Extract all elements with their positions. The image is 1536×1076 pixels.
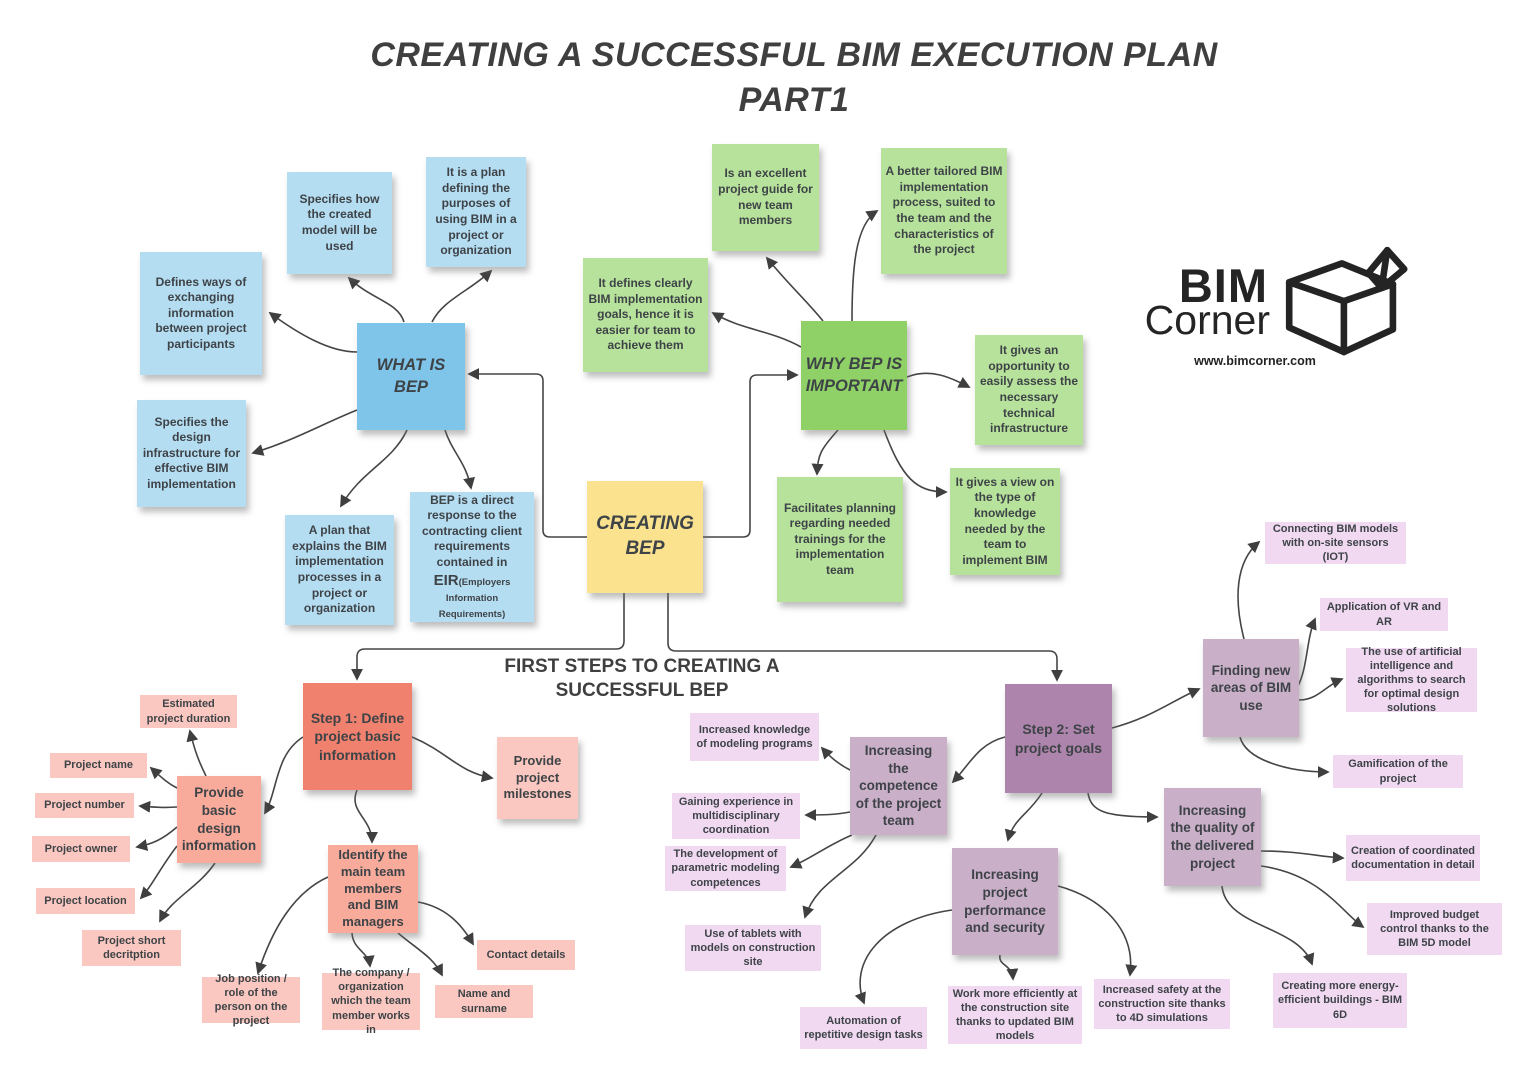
- note-contact-details: Contact details: [477, 940, 575, 970]
- note-work-more-efficiently: Work more efficiently at the constructio…: [948, 986, 1082, 1044]
- note-increasing-quality: Increasing the quality of the delivered …: [1164, 788, 1261, 886]
- note-company-organization: The company / organization which the tea…: [322, 967, 420, 1036]
- note-facilitates-planning: Facilitates planning regarding needed tr…: [777, 477, 903, 602]
- note-provide-basic-info: Provide basic design information: [177, 776, 261, 863]
- note-increasing-performance: Increasing project performance and secur…: [952, 848, 1058, 955]
- logo-corner-text: Corner: [1144, 297, 1270, 343]
- note-project-short-description: Project short decritption: [82, 930, 181, 966]
- section-heading-first-steps: FIRST STEPS TO CREATING A SUCCESSFUL BEP: [504, 656, 780, 701]
- note-artificial-intelligence: The use of artificial intelligence and a…: [1346, 646, 1477, 714]
- note-project-location: Project location: [36, 888, 135, 914]
- note-automation-design-tasks: Automation of repetitive design tasks: [800, 1007, 927, 1049]
- note-defines-ways: Defines ways of exchanging information b…: [140, 252, 262, 375]
- note-defines-goals: It defines clearly BIM implementation go…: [583, 258, 708, 372]
- note-parametric-modeling: The development of parametric modeling c…: [665, 846, 786, 891]
- hub-creating-bep: CREATING BEP: [587, 481, 703, 593]
- note-improved-budget: Improved budget control thanks to the BI…: [1367, 903, 1502, 955]
- note-coordinated-documentation: Creation of coordinated documentation in…: [1346, 835, 1480, 881]
- note-gaining-experience: Gaining experience in multidisciplinary …: [672, 793, 800, 839]
- note-increased-knowledge: Increased knowledge of modeling programs: [690, 713, 819, 761]
- note-bep-response-eir: BEP is a direct response to the contract…: [410, 492, 534, 622]
- note-job-position: Job position / role of the person on the…: [202, 973, 300, 1027]
- note-use-of-tablets: Use of tablets with models on constructi…: [685, 925, 821, 971]
- note-plan-explains: A plan that explains the BIM implementat…: [285, 515, 394, 625]
- note-plan-defining-purposes: It is a plan defining the purposes of us…: [426, 157, 526, 267]
- note-specifies-model-use: Specifies how the created model will be …: [287, 172, 392, 274]
- note-project-owner: Project owner: [32, 836, 130, 862]
- note-estimated-duration: Estimated project duration: [140, 695, 237, 728]
- open-box-icon: [1285, 246, 1408, 356]
- hub-why-bep-important: WHY BEP IS IMPORTANT: [801, 321, 907, 430]
- note-assess-infrastructure: It gives an opportunity to easily assess…: [975, 335, 1083, 445]
- note-energy-efficient: Creating more energy-efficient buildings…: [1273, 973, 1407, 1028]
- note-increased-safety: Increased safety at the construction sit…: [1094, 979, 1230, 1029]
- note-provide-milestones: Provide project milestones: [497, 737, 578, 819]
- page-title: CREATING A SUCCESSFUL BIM EXECUTION PLAN…: [370, 36, 1218, 119]
- note-better-tailored: A better tailored BIM implementation pro…: [881, 148, 1007, 274]
- note-knowledge-view: It gives a view on the type of knowledge…: [950, 468, 1060, 575]
- note-project-name: Project name: [50, 753, 147, 778]
- logo-url: www.bimcorner.com: [1194, 354, 1316, 368]
- hub-step1: Step 1: Define project basic information: [303, 683, 412, 790]
- note-project-number: Project number: [35, 793, 134, 818]
- hub-what-is-bep: WHAT IS BEP: [357, 323, 465, 430]
- note-name-surname: Name and surname: [435, 985, 533, 1018]
- note-identify-team: Identify the main team members and BIM m…: [328, 845, 418, 933]
- note-increasing-competence: Increasing the competence of the project…: [850, 737, 947, 835]
- bim-corner-logo: BIM Corner www.bimcorner.com: [1118, 240, 1418, 380]
- note-connecting-iot: Connecting BIM models with on-site senso…: [1265, 522, 1406, 564]
- note-vr-ar: Application of VR and AR: [1320, 598, 1448, 631]
- note-gamification: Gamification of the project: [1333, 755, 1463, 788]
- hub-step2: Step 2: Set project goals: [1005, 684, 1112, 793]
- note-finding-new-areas: Finding new areas of BIM use: [1203, 639, 1299, 737]
- logo-bim-text: BIM: [1178, 259, 1268, 312]
- note-design-infrastructure: Specifies the design infrastructure for …: [137, 400, 246, 507]
- note-excellent-guide: Is an excellent project guide for new te…: [712, 144, 819, 251]
